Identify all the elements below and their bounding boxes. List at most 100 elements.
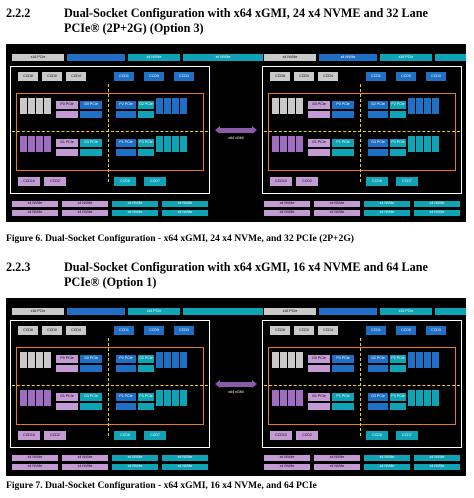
figure-caption: Figure 6. Dual-Socket Configuration - x6… [6, 233, 354, 244]
pcie-block-sub [56, 365, 78, 372]
section-title: Dual-Socket Configuration with x64 xGMI,… [64, 6, 428, 35]
bottom-bar-slot: x4 NVMe [162, 455, 208, 461]
memory-channel [156, 390, 163, 406]
memory-channel [432, 136, 439, 152]
pcie-block-sub [368, 403, 388, 410]
top-bar-slot: x16 PCIe [128, 308, 180, 315]
axis-dashed-line [108, 84, 109, 182]
ccd-chip: CCD8 [18, 72, 38, 81]
section-number: 2.2.2 [6, 6, 31, 20]
bottom-bar-slot: x4 NVMe [112, 210, 158, 216]
bottom-bar-slot: x4 NVMe [12, 210, 58, 216]
memory-channel [164, 98, 171, 114]
socket-box [262, 66, 462, 194]
memory-channel [280, 136, 287, 152]
bottom-bar-slot: x4 NVMe [12, 464, 58, 470]
ccd-chip: CCD8 [270, 72, 290, 81]
section-title: Dual-Socket Configuration with x64 xGMI,… [64, 260, 428, 289]
memory-channel [272, 98, 279, 114]
memory-channel [172, 136, 179, 152]
ccd-chip: CCD5 [396, 326, 416, 335]
ccd-chip: CCD2 [296, 431, 318, 440]
pcie-block: G0 PCIe [308, 101, 330, 109]
ccd-chip: CCD8 [270, 326, 290, 335]
ccd-chip: CCD7 [396, 431, 418, 440]
axis-dashed-line [264, 385, 460, 386]
pcie-block-sub [80, 111, 102, 118]
socket-box [262, 320, 462, 448]
memory-channel [424, 136, 431, 152]
pcie-block-sub [138, 149, 154, 156]
top-bar-slot: x4 NVMe [128, 54, 180, 61]
ccd-chip: CCD0 [294, 326, 314, 335]
ccd-chip: CCD6 [366, 177, 388, 186]
pcie-block: P3 PCIe [390, 139, 406, 147]
memory-channel [408, 352, 415, 368]
top-bar-slot: x16 PCIe [264, 308, 316, 315]
memory-channel [44, 136, 51, 152]
pcie-block: P1 PCIe [332, 393, 354, 401]
memory-channel [296, 98, 303, 114]
bottom-bar-slot: x4 NVMe [112, 464, 158, 470]
memory-channel [20, 136, 27, 152]
pcie-block-sub [138, 403, 154, 410]
memory-channel [180, 98, 187, 114]
pcie-block-sub [56, 149, 78, 156]
memory-channel [432, 98, 439, 114]
pcie-block-sub [116, 365, 136, 372]
memory-channel [280, 98, 287, 114]
xgmi-link-label: x64 xGMI [228, 136, 244, 140]
memory-channel [180, 136, 187, 152]
xgmi-link-label: x64 xGMI [228, 390, 244, 394]
pcie-block: G3 PCIe [80, 393, 102, 401]
memory-channel [296, 390, 303, 406]
pcie-block: G0 PCIe [308, 355, 330, 363]
memory-channel [36, 136, 43, 152]
ccd-chip: CCD4 [66, 72, 86, 81]
ccd-chip: CCD3 [426, 72, 446, 81]
bottom-bar-slot: x4 NVMe [414, 464, 460, 470]
pcie-block: G0 PCIe [80, 101, 102, 109]
pcie-block: P2 PCIe [116, 101, 136, 109]
memory-channel [296, 352, 303, 368]
memory-channel [272, 390, 279, 406]
ccd-chip: CCD10 [18, 431, 40, 440]
bottom-bar-slot: x4 NVMe [62, 210, 108, 216]
memory-channel [36, 352, 43, 368]
top-bar-slot: x16 PCIe [12, 54, 64, 61]
pcie-block-sub [56, 403, 78, 410]
memory-channel [44, 352, 51, 368]
socket-box [10, 66, 210, 194]
pcie-block-sub [308, 403, 330, 410]
memory-channel [416, 352, 423, 368]
memory-channel [28, 390, 35, 406]
memory-channel [424, 98, 431, 114]
memory-channel [416, 136, 423, 152]
ccd-chip: CCD1 [114, 72, 134, 81]
pcie-block-sub [332, 365, 354, 372]
memory-channel [44, 98, 51, 114]
axis-dashed-line [360, 84, 361, 182]
ccd-chip: CCD7 [144, 177, 166, 186]
memory-channel [44, 390, 51, 406]
pcie-block-sub [138, 111, 154, 118]
memory-channel [288, 136, 295, 152]
pcie-block-sub [308, 111, 330, 118]
ccd-chip: CCD2 [296, 177, 318, 186]
pcie-block-sub [368, 111, 388, 118]
bottom-bar-slot: x4 NVMe [162, 210, 208, 216]
ccd-chip: CCD4 [318, 72, 338, 81]
memory-channel [408, 136, 415, 152]
ccd-chip: CCD1 [366, 326, 386, 335]
pcie-block-sub [80, 365, 102, 372]
ccd-chip: CCD8 [18, 326, 38, 335]
pcie-block-sub [308, 149, 330, 156]
memory-channel [424, 390, 431, 406]
memory-channel [416, 98, 423, 114]
bottom-bar-slot: x4 NVMe [12, 201, 58, 207]
pcie-block-sub [116, 149, 136, 156]
pcie-block-sub [332, 149, 354, 156]
pcie-block: P0 PCIe [56, 101, 78, 109]
memory-channel [288, 352, 295, 368]
pcie-block: G1 PCIe [308, 393, 330, 401]
